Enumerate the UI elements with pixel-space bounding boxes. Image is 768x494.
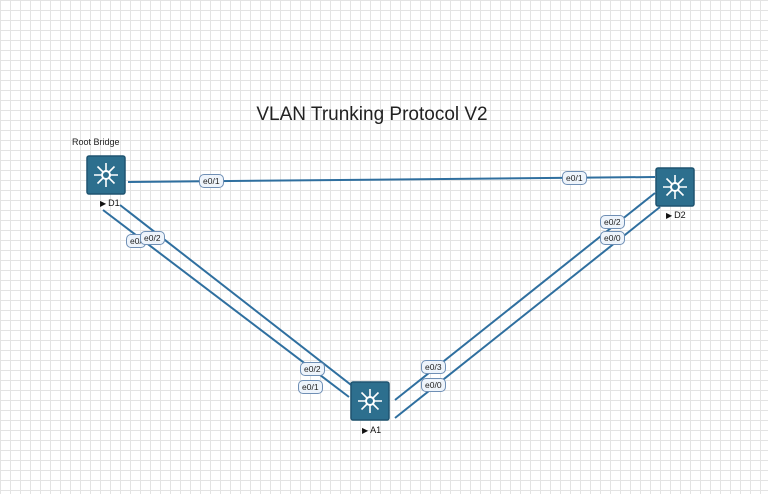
port-label-d1-e0-1: e0/1 xyxy=(199,174,224,188)
port-label-d2-e0-0: e0/0 xyxy=(600,231,625,245)
port-label-a1-e0-3: e0/3 xyxy=(421,360,446,374)
switch-d1-label: ▶D1 xyxy=(100,198,120,208)
multilayer-switch-icon xyxy=(86,155,126,195)
multilayer-switch-icon xyxy=(655,167,695,207)
switch-a1-name: A1 xyxy=(370,425,382,435)
switch-d1-name: D1 xyxy=(108,198,120,208)
play-icon: ▶ xyxy=(100,199,107,208)
switch-a1-label: ▶A1 xyxy=(362,425,381,435)
play-icon: ▶ xyxy=(666,211,673,220)
root-bridge-label: Root Bridge xyxy=(72,137,120,147)
multilayer-switch-icon xyxy=(350,381,390,421)
port-label-a1-e0-0: e0/0 xyxy=(421,378,446,392)
switch-d1[interactable] xyxy=(86,155,126,195)
port-label-d1-e0-2: e0/2 xyxy=(140,231,165,245)
play-icon: ▶ xyxy=(362,426,369,435)
switch-a1[interactable] xyxy=(350,381,390,421)
port-label-d2-e0-2: e0/2 xyxy=(600,215,625,229)
port-label-a1-e0-2: e0/2 xyxy=(300,362,325,376)
page-title: VLAN Trunking Protocol V2 xyxy=(256,104,488,125)
switch-d2-name: D2 xyxy=(674,210,686,220)
switch-d2-label: ▶D2 xyxy=(666,210,686,220)
switch-d2[interactable] xyxy=(655,167,695,207)
port-label-a1-e0-1: e0/1 xyxy=(298,380,323,394)
port-label-d2-e0-1: e0/1 xyxy=(562,171,587,185)
